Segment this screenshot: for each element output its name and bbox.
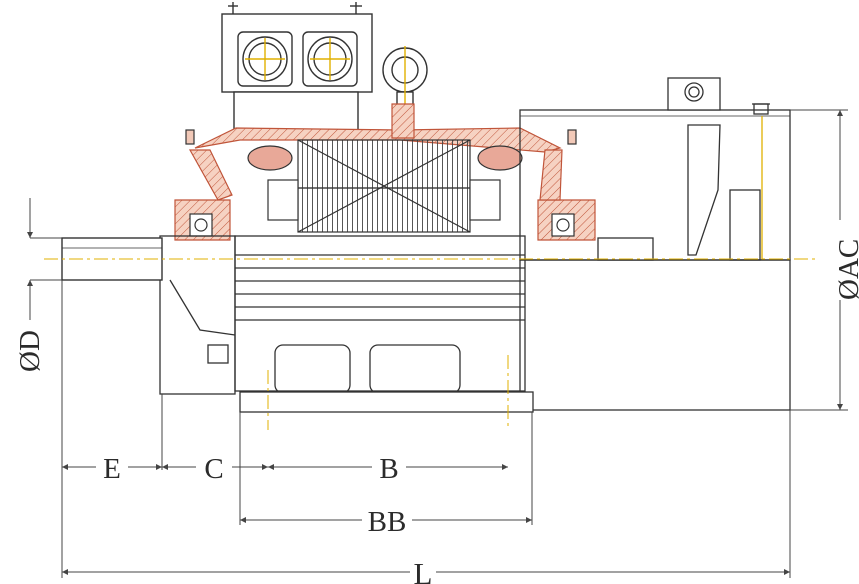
dimension-lines xyxy=(27,109,848,578)
winding-ends xyxy=(247,145,523,171)
dim-label-l: L xyxy=(414,556,433,584)
dim-label-ac: ØAC xyxy=(833,239,859,300)
dim-label-c: C xyxy=(204,453,223,485)
cable-gland-right-icon xyxy=(302,31,358,87)
dim-label-bb: BB xyxy=(368,506,407,538)
stator-core xyxy=(267,139,501,233)
grease-nipple-icon xyxy=(185,129,577,145)
motor-body xyxy=(159,235,791,413)
cable-gland-left-icon xyxy=(237,31,293,87)
bearing-nde-icon xyxy=(551,213,575,237)
dim-label-b: B xyxy=(379,453,398,485)
center-lines xyxy=(44,258,815,430)
terminal-box xyxy=(221,2,373,133)
fan-cover xyxy=(519,77,791,261)
bearing-de-icon xyxy=(189,213,213,237)
dim-label-e: E xyxy=(103,453,121,485)
dim-label-d: ØD xyxy=(14,330,46,372)
